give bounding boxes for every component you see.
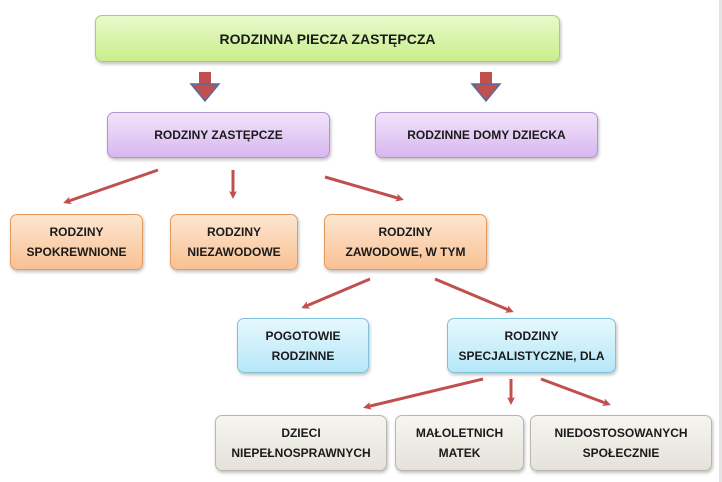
- disabled-children-label: DZIECI NIEPEŁNOSPRAWNYCH: [231, 426, 371, 460]
- emergency-label: POGOTOWIE RODZINNE: [265, 328, 341, 363]
- arrow-to-emergency: [301, 277, 371, 309]
- root-label: RODZINNA PIECZA ZASTĘPCZA: [219, 30, 436, 47]
- family-homes-label: RODZINNE DOMY DZIECKA: [407, 128, 566, 142]
- root-node: RODZINNA PIECZA ZASTĘPCZA: [95, 15, 560, 62]
- arrow-to-disabled-children: [363, 377, 484, 410]
- arrow-to-maladjusted: [540, 377, 611, 406]
- arrow-to-professional: [324, 175, 404, 202]
- foster-families-node: RODZINY ZASTĘPCZE: [107, 112, 330, 158]
- minor-mothers-node: MAŁOLETNICH MATEK: [395, 415, 524, 471]
- minor-mothers-label: MAŁOLETNICH MATEK: [415, 426, 504, 460]
- block-arrow-right: [470, 72, 502, 103]
- arrow-to-related: [63, 168, 159, 205]
- disabled-children-node: DZIECI NIEPEŁNOSPRAWNYCH: [215, 415, 387, 471]
- page-right-edge: [719, 0, 722, 482]
- maladjusted-node: NIEDOSTOSOWANYCH SPOŁECZNIE: [530, 415, 712, 471]
- arrow-to-specialist: [434, 277, 514, 313]
- emergency-node: POGOTOWIE RODZINNE: [237, 318, 369, 373]
- non-professional-label: RODZINY NIEZAWODOWE: [187, 225, 281, 259]
- related-node: RODZINY SPOKREWNIONE: [10, 214, 143, 270]
- specialist-node: RODZINY SPECJALISTYCZNE, DLA: [447, 318, 616, 373]
- foster-families-label: RODZINY ZASTĘPCZE: [154, 128, 283, 142]
- block-arrow-left: [189, 72, 221, 103]
- professional-node: RODZINY ZAWODOWE, W TYM: [324, 214, 487, 270]
- family-homes-node: RODZINNE DOMY DZIECKA: [375, 112, 598, 158]
- related-label: RODZINY SPOKREWNIONE: [26, 225, 127, 259]
- maladjusted-label: NIEDOSTOSOWANYCH SPOŁECZNIE: [554, 426, 688, 460]
- specialist-label: RODZINY SPECJALISTYCZNE, DLA: [458, 328, 605, 363]
- professional-label: RODZINY ZAWODOWE, W TYM: [345, 225, 466, 259]
- non-professional-node: RODZINY NIEZAWODOWE: [170, 214, 298, 270]
